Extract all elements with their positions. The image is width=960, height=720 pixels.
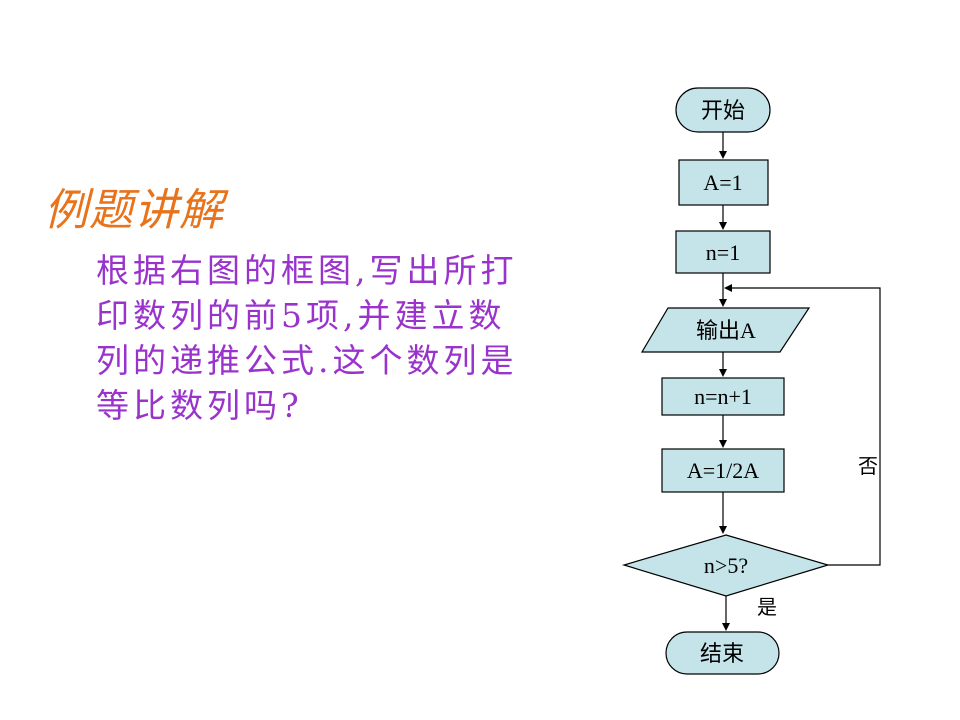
- output-node-label: 输出A: [696, 318, 756, 343]
- process-n-inc: n=n+1: [661, 377, 785, 416]
- process-n-init: n=1: [675, 230, 771, 274]
- start-node: 开始: [675, 87, 771, 133]
- problem-line: 列的递推公式.这个数列是: [96, 341, 518, 380]
- output-node: 输出A: [640, 307, 811, 353]
- no-branch-label: 否: [858, 454, 878, 478]
- decision-node-label: n>5?: [704, 553, 748, 578]
- problem-line: 根据右图的框图,写出所打: [96, 251, 518, 290]
- process-a-init-label: A=1: [703, 170, 742, 195]
- loop-back-line: [724, 284, 881, 566]
- process-n-init-label: n=1: [706, 240, 740, 265]
- problem-line: 等比数列吗?: [96, 386, 303, 425]
- flow-connectors: [719, 132, 881, 631]
- end-node: 结束: [665, 631, 780, 675]
- end-node-label: 结束: [700, 641, 744, 666]
- slide-title: 例题讲解: [44, 185, 224, 236]
- process-n-inc-label: n=n+1: [694, 384, 752, 409]
- decision-node: n>5?: [621, 534, 831, 597]
- problem-text: 根据右图的框图,写出所打 印数列的前5项,并建立数 列的递推公式.这个数列是 等…: [96, 248, 546, 428]
- process-a-update-label: A=1/2A: [687, 458, 759, 483]
- process-a-init: A=1: [678, 159, 769, 206]
- yes-branch-label: 是: [757, 595, 777, 619]
- problem-line: 印数列的前5项,并建立数: [96, 296, 506, 335]
- process-a-update: A=1/2A: [661, 448, 785, 493]
- start-node-label: 开始: [701, 98, 745, 123]
